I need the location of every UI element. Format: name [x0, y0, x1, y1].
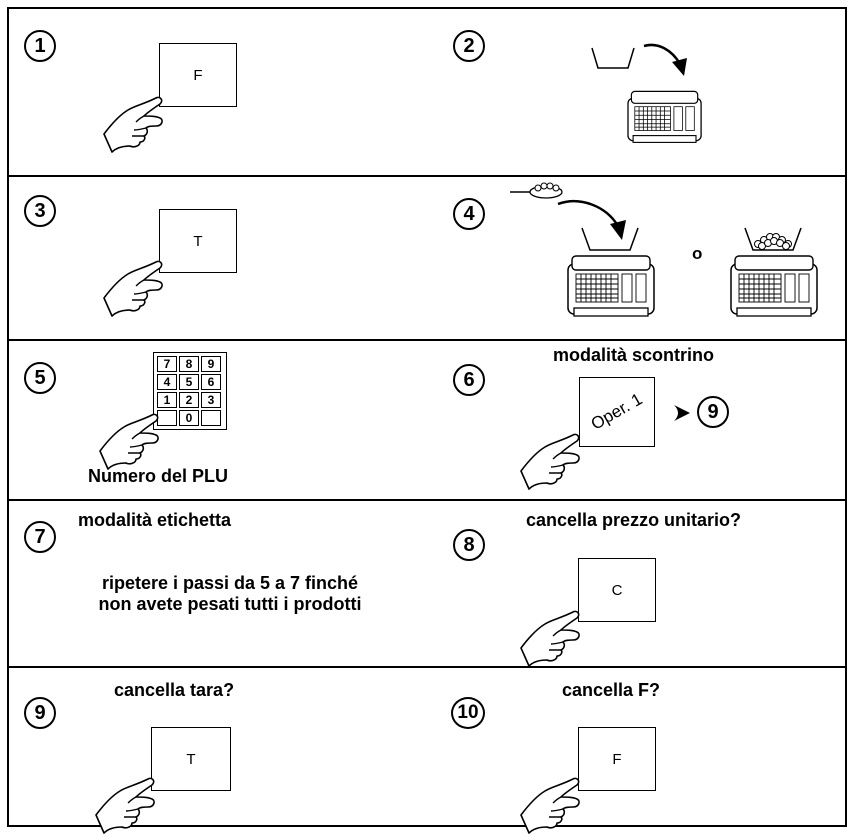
row-4 — [7, 7, 847, 668]
hand-pointer-icon — [99, 413, 159, 470]
tray-to-scale-icon — [591, 43, 702, 144]
f-key[interactable]: F — [159, 43, 237, 107]
keypad-key[interactable]: 1 — [157, 392, 177, 408]
step-2-number: 2 — [453, 30, 485, 62]
step-1-number: 1 — [24, 30, 56, 62]
t-key[interactable]: T — [159, 209, 237, 273]
step-4-number: 4 — [453, 198, 485, 230]
row-3 — [7, 7, 847, 501]
c-key[interactable]: C — [578, 558, 656, 622]
step-9-number: 9 — [24, 697, 56, 729]
instruction-frame — [7, 7, 847, 827]
f-key[interactable]: F — [578, 727, 656, 791]
hand-pointer-icon — [520, 777, 580, 834]
keypad-key[interactable]: 3 — [201, 392, 221, 408]
keypad-key[interactable]: 0 — [179, 410, 199, 426]
keypad-key[interactable]: 5 — [179, 374, 199, 390]
hand-pointer-icon — [520, 610, 580, 667]
keypad-key[interactable] — [201, 410, 221, 426]
step-6-number: 6 — [453, 364, 485, 396]
step-3-number: 3 — [24, 195, 56, 227]
repeat-instruction-line2: non avete pesati tutti i prodotti — [98, 594, 362, 614]
row-1 — [7, 7, 847, 177]
row-2 — [7, 7, 847, 341]
keypad-key[interactable]: 7 — [157, 356, 177, 372]
hand-pointer-icon — [95, 777, 155, 834]
keypad-key[interactable]: 8 — [179, 356, 199, 372]
receipt-mode-title: modalità scontrino — [553, 345, 715, 365]
step-10-number: 10 — [451, 697, 485, 729]
numeric-keypad: 7 8 9 4 5 6 1 2 3 0 — [153, 352, 227, 430]
clear-f-title: cancella F? — [562, 680, 661, 700]
step-7-number: 7 — [24, 521, 56, 553]
repeat-instruction-line1: ripetere i passi da 5 a 7 finché — [101, 573, 359, 593]
label-mode-title: modalità etichetta — [78, 510, 232, 530]
goto-step-9-number: 9 — [697, 396, 729, 428]
step-8-number: 8 — [453, 529, 485, 561]
arrow-right-icon — [674, 405, 690, 421]
hand-pointer-icon — [103, 260, 163, 317]
clear-unit-price-title: cancella prezzo unitario? — [526, 510, 742, 530]
keypad-key[interactable]: 9 — [201, 356, 221, 372]
oper-1-key[interactable]: Oper. 1 — [579, 377, 655, 447]
plu-number-caption: Numero del PLU — [88, 466, 229, 486]
hand-pointer-icon — [103, 96, 163, 153]
step-5-number: 5 — [24, 362, 56, 394]
hand-pointer-icon — [520, 433, 580, 490]
clear-tare-title: cancella tara? — [114, 680, 235, 700]
or-label: o — [692, 244, 703, 263]
keypad-key[interactable]: 4 — [157, 374, 177, 390]
oper-1-key-label: Oper. 1 — [587, 389, 646, 434]
keypad-key[interactable]: 2 — [179, 392, 199, 408]
t-key[interactable]: T — [151, 727, 231, 791]
products-on-scale-icon — [510, 182, 818, 317]
keypad-key[interactable]: 6 — [201, 374, 221, 390]
